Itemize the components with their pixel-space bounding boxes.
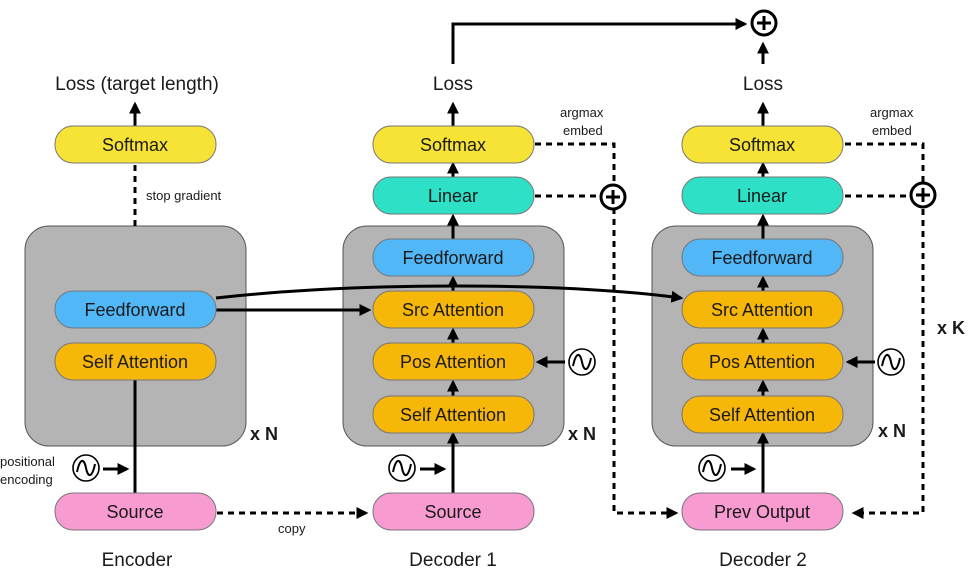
decoder1-self-attention-label: Self Attention [400,405,506,425]
decoder2-self-attention-box [681,395,844,434]
decoder2-prev-output-label: Prev Output [714,502,810,522]
encoder-loss-label: Loss (target length) [55,74,219,95]
decoder1-source-box [372,492,535,531]
decoder1-softmax-box [372,125,535,164]
decoder2-title: Decoder 2 [719,550,807,571]
decoder1-plus-icon [599,183,627,211]
decoder1-embed-label: embed [563,123,603,138]
encoder-self-attention-box [54,342,217,381]
copy-label: copy [278,521,306,536]
decoder2-sine-icon [698,454,726,482]
decoder2-feedforward-box [681,238,844,277]
decoder2-linear-label: Linear [737,186,787,206]
decoder1-pos-sine-icon [568,348,596,376]
decoder2-linear-box [681,176,844,215]
decoder2-pos-attention-box [681,342,844,381]
encoder-softmax-box [54,125,217,164]
decoder1-argmax-label: argmax [560,105,604,120]
decoder2-softmax-label: Softmax [729,135,795,155]
decoder2-src-attention-label: Src Attention [711,300,813,320]
decoder2-repeat-label: x N [878,421,906,441]
decoder1-loss-label: Loss [433,74,473,95]
top-plus-icon [750,9,778,37]
decoder2-src-attention-box [681,290,844,329]
decoder1-pos-attention-label: Pos Attention [400,352,506,372]
encoder-title: Encoder [102,550,173,571]
encoder-softmax-label: Softmax [102,135,168,155]
decoder1-self-attention-box [372,395,535,434]
decoder2-plus-icon [909,181,937,209]
decoder1-linear-box [372,176,535,215]
decoder2-prev-output-box [681,492,844,531]
encoder-feedforward-label: Feedforward [84,300,185,320]
decoder2-loss-label: Loss [743,74,783,95]
positional-label-line2: encoding [0,472,53,487]
decoder1-softmax-label: Softmax [420,135,486,155]
decoder1-title: Decoder 1 [409,550,497,571]
decoder2-argmax-label: argmax [870,105,914,120]
decoder1-src-attention-box [372,290,535,329]
encoder-feedforward-box [54,290,217,329]
decoder2-self-attention-label: Self Attention [709,405,815,425]
loop-repeat-label: x K [937,318,965,338]
encoder-self-attention-label: Self Attention [82,352,188,372]
positional-label-line1: positional [0,454,55,469]
decoder1-feedforward-label: Feedforward [402,248,503,268]
encoder-repeat-label: x N [250,424,278,444]
decoder1-repeat-label: x N [568,424,596,444]
decoder2-pos-sine-icon [877,348,905,376]
decoder1-pos-attention-box [372,342,535,381]
decoder2-softmax-box [681,125,844,164]
encoder-source-label: Source [106,502,163,522]
decoder1-source-label: Source [424,502,481,522]
encoder-sine-icon [72,454,100,482]
decoder2-pos-attention-label: Pos Attention [709,352,815,372]
decoder2-feedforward-label: Feedforward [711,248,812,268]
decoder2-embed-label: embed [872,123,912,138]
decoder1-linear-label: Linear [428,186,478,206]
stop-gradient-label: stop gradient [146,188,222,203]
decoder1-src-attention-label: Src Attention [402,300,504,320]
encoder-source-box [54,492,217,531]
decoder1-feedforward-box [372,238,535,277]
decoder1-sine-icon [388,454,416,482]
